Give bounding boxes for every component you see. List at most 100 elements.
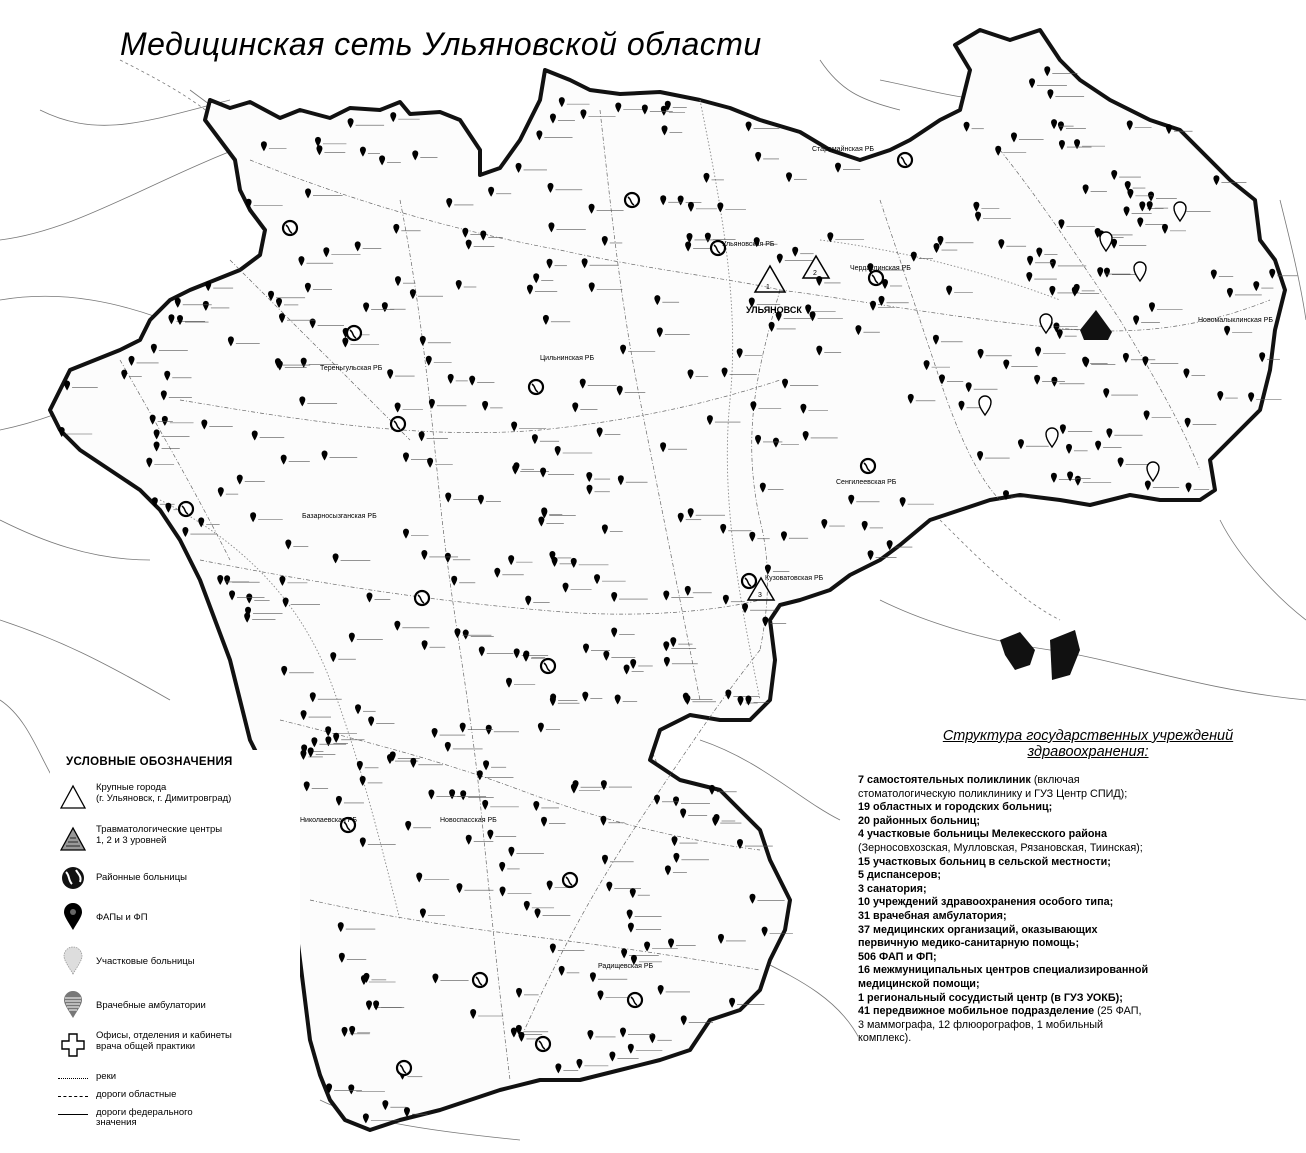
fap-pin-marker: [764, 564, 790, 575]
fap-pin-marker: [523, 900, 555, 911]
fap-pin-marker: [551, 556, 572, 567]
fap-pin-marker: [276, 297, 299, 308]
fap-pin-marker: [586, 472, 611, 483]
fap-pin-marker: [508, 846, 544, 857]
fap-pin-marker: [1217, 391, 1238, 402]
fap-pin-marker: [541, 816, 566, 827]
solid-line-icon: [58, 1114, 88, 1115]
fap-pin-marker: [907, 393, 936, 404]
map-blob: [1000, 632, 1035, 670]
fap-pin-marker: [821, 519, 845, 530]
fap-pin-marker: [1103, 388, 1138, 399]
legend-line-federal-roads: дороги федерального значения: [58, 1108, 298, 1128]
fap-pin-marker: [335, 795, 364, 806]
fap-pin-marker: [792, 246, 814, 257]
fap-pin-marker: [582, 691, 603, 702]
hospital-label: Кузоватовская РБ: [765, 575, 824, 582]
fap-pin-marker: [601, 854, 634, 865]
legend-item-label: Районные больницы: [96, 872, 187, 883]
fap-pin-marker: [661, 125, 683, 136]
list-item: 31 врачебная амбулатория;: [858, 910, 1298, 924]
fap-pin-marker: [673, 796, 710, 807]
fap-pin-marker: [428, 789, 463, 800]
fap-pin-marker: [548, 222, 586, 233]
list-item: 41 передвижное мобильное подразделение (…: [858, 1005, 1298, 1046]
fap-pin-marker: [867, 263, 905, 274]
fap-pin-marker: [298, 256, 334, 267]
fap-pin-marker: [462, 629, 494, 640]
fap-pin-marker: [534, 908, 571, 919]
fap-pin-marker: [558, 965, 580, 976]
district-hospital-globe: [561, 871, 579, 889]
district-hospital-globe: [623, 191, 641, 209]
fap-pin-marker: [1143, 410, 1172, 421]
fap-pin-marker: [644, 941, 678, 952]
fap-pin-marker: [402, 452, 431, 463]
fap-pin-marker: [664, 100, 687, 111]
fap-pin-marker: [279, 575, 308, 586]
fap-pin-marker: [630, 954, 662, 965]
fap-pin-marker: [333, 732, 365, 743]
legend-line-rivers: реки: [58, 1072, 298, 1084]
fap-pin-marker: [1226, 287, 1262, 298]
fap-pin-marker: [1053, 322, 1081, 333]
fap-pin-marker: [1050, 472, 1077, 483]
fap-pin-marker: [1047, 89, 1085, 100]
district-hospital-globe: [413, 589, 431, 607]
fap-pin-marker: [923, 360, 950, 371]
fap-pin-marker: [511, 421, 547, 432]
fap-pin-marker: [933, 243, 958, 254]
fap-pin-marker: [549, 696, 580, 707]
fap-pin-marker: [745, 121, 780, 132]
fap-pin-marker: [717, 933, 746, 944]
fap-pin-marker: [459, 722, 494, 733]
fap-pin-marker: [1095, 440, 1122, 451]
fap-pin-marker: [260, 141, 287, 152]
globe-icon: [62, 867, 84, 889]
fap-pin-marker: [712, 816, 742, 827]
fap-pin-marker: [1035, 346, 1066, 357]
fap-pin-marker: [311, 737, 347, 748]
fap-pin-marker: [359, 837, 396, 848]
fap-pin-marker: [671, 836, 698, 847]
fap-pin-marker: [446, 197, 474, 208]
fap-pin-marker: [1111, 170, 1141, 181]
fap-pin-marker: [326, 1083, 362, 1094]
fap-pin-marker: [425, 355, 452, 366]
fap-pin-marker: [431, 728, 466, 739]
fap-pin-marker: [250, 512, 283, 523]
fap-pin-marker: [687, 369, 709, 380]
fap-pin-marker: [149, 414, 173, 425]
item-count: 37 медицинских организаций, оказывающих …: [858, 923, 1098, 950]
fap-pin-marker: [656, 327, 690, 338]
fap-pin-marker: [515, 1024, 549, 1035]
district-clinic-pin-marker: [1045, 427, 1059, 449]
item-count: 20 районных больниц;: [858, 814, 980, 827]
fap-pin-marker: [394, 276, 416, 287]
fap-pin-marker: [759, 482, 784, 493]
fap-pin-marker: [356, 760, 379, 771]
fap-pin-marker: [359, 146, 380, 157]
fap-pin-marker: [538, 516, 564, 527]
legend-item-label: Травматологические центры 1, 2 и 3 уровн…: [96, 824, 223, 846]
fap-pin-marker: [878, 295, 909, 306]
fap-pin-marker: [1148, 191, 1177, 202]
fap-pin-marker: [881, 278, 903, 289]
fap-pin-marker: [1049, 258, 1087, 269]
fap-pin-marker: [1213, 175, 1247, 186]
fap-pin-marker: [995, 145, 1027, 156]
item-count: 4 участковые больницы Мелекесского район…: [858, 828, 1107, 841]
fap-pin-marker: [1056, 329, 1077, 340]
fap-pin-marker: [998, 239, 1027, 250]
fap-pin-marker: [217, 574, 250, 585]
fap-pin-marker: [394, 402, 423, 413]
legend-heading: УСЛОВНЫЕ ОБОЗНАЧЕНИЯ: [66, 756, 233, 768]
fap-pin-marker: [772, 437, 799, 448]
fap-pin-marker: [460, 790, 494, 801]
pin-filled-icon: [64, 903, 82, 930]
fap-pin-marker: [402, 528, 429, 539]
fap-pin-marker: [554, 445, 593, 456]
fap-pin-marker: [684, 585, 712, 596]
fap-pin-marker: [379, 155, 401, 166]
fap-pin-marker: [245, 198, 283, 209]
